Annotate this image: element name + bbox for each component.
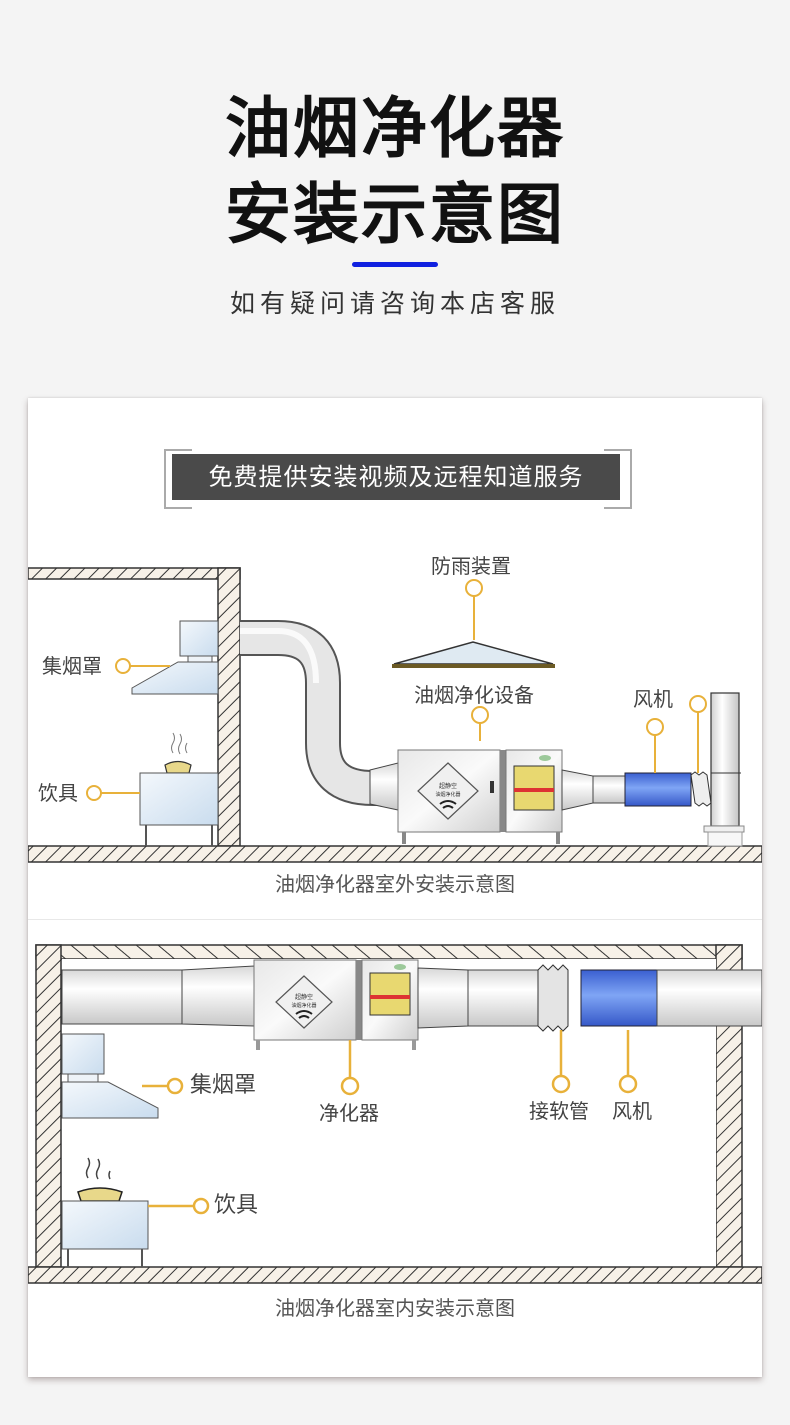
outdoor-diagram: 超静空 油烟净化器 (28, 567, 762, 863)
section-divider (28, 919, 762, 920)
outdoor-chimney (703, 692, 745, 847)
outdoor-hood (131, 620, 219, 695)
title-accent-bar (352, 262, 438, 267)
outdoor-ceiling (28, 567, 241, 580)
outdoor-leader-lines (86, 579, 707, 801)
outdoor-flex-joint (690, 771, 712, 807)
outdoor-label-fan: 风机 (633, 687, 673, 711)
outdoor-caption: 油烟净化器室外安装示意图 (275, 872, 515, 896)
outdoor-badge-line-2: 油烟净化器 (435, 791, 460, 798)
outdoor-fan (624, 772, 692, 807)
service-banner: 免费提供安装视频及远程知道服务 (172, 454, 620, 500)
page-title-line-2: 安装示意图 (225, 176, 565, 253)
outdoor-label-rain-cover: 防雨装置 (431, 554, 511, 578)
diagram-card: 超静空 油烟净化器 (28, 398, 762, 1377)
indoor-caption: 油烟净化器室内安装示意图 (275, 1296, 515, 1320)
outdoor-ground (28, 845, 762, 863)
indoor-stove (61, 1157, 149, 1267)
indoor-label-hood: 集烟罩 (190, 1073, 257, 1098)
outdoor-label-hood: 集烟罩 (42, 654, 102, 678)
outdoor-badge-line-1: 超静空 (439, 782, 457, 790)
indoor-ceiling (35, 944, 743, 960)
indoor-leader-lines (142, 1030, 638, 1215)
indoor-floor (28, 1266, 762, 1284)
indoor-label-fan: 风机 (612, 1099, 652, 1123)
outdoor-rain-cover (392, 641, 555, 668)
page-title-line-1: 油烟净化器 (225, 90, 565, 167)
indoor-badge-line-2: 油烟净化器 (291, 1002, 316, 1009)
indoor-badge-line-1: 超静空 (295, 993, 313, 1001)
indoor-duct: 超静空 油烟净化器 (61, 959, 762, 1050)
indoor-left-wall (35, 944, 62, 1268)
indoor-label-stove: 饮具 (214, 1193, 259, 1218)
outdoor-label-purifier: 油烟净化设备 (414, 683, 534, 707)
outdoor-label-stove: 饮具 (38, 781, 78, 805)
outdoor-wall (217, 567, 241, 847)
outdoor-stove (139, 732, 219, 846)
indoor-diagram: 超静空 油烟净化器 (28, 944, 762, 1284)
banner-bracket-right (604, 449, 632, 509)
page-subtitle: 如有疑问请咨询本店客服 (229, 289, 560, 318)
indoor-hood (61, 1033, 159, 1119)
indoor-label-flex-pipe: 接软管 (529, 1099, 589, 1123)
outdoor-purifier-unit: 超静空 油烟净化器 (369, 749, 626, 844)
indoor-label-purifier: 净化器 (319, 1101, 379, 1125)
installation-diagram-svg: 超静空 油烟净化器 (28, 567, 762, 1284)
outdoor-duct (240, 622, 398, 804)
banner-bracket-left (164, 449, 192, 509)
